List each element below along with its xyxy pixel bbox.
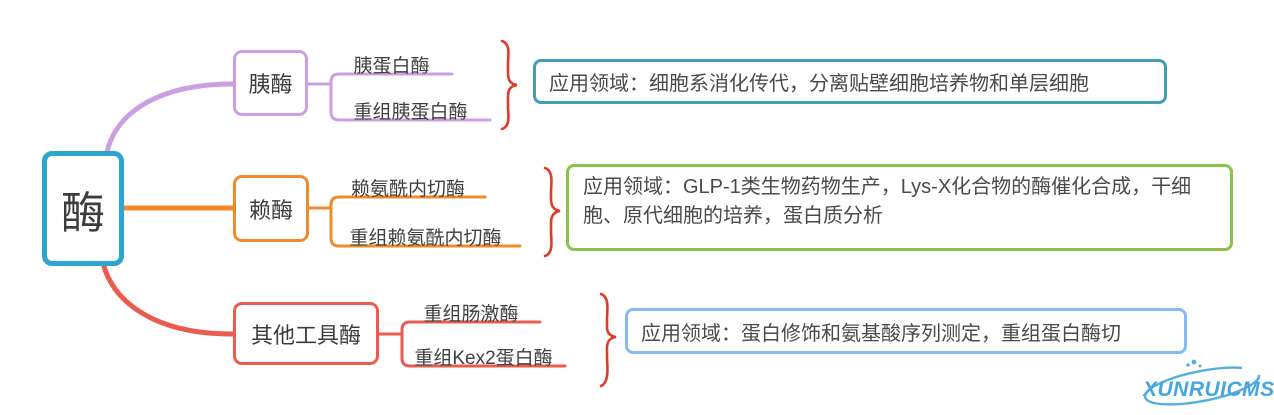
child-label-lysyl-endopeptidase: 赖氨酰内切酶 xyxy=(350,179,465,200)
branch-node-other-tool-enzymes: 其他工具酶 xyxy=(233,302,379,365)
root-node-label: 酶 xyxy=(61,188,105,238)
brace-icon-branch3 xyxy=(599,292,617,388)
branch-node-lysyl: 赖酶 xyxy=(233,175,309,242)
child-label-trypsin: 胰蛋白酶 xyxy=(353,56,430,77)
application-box-lysyl: 应用领域：GLP-1类生物药物生产，Lys-X化合物的酶催化合成，干细胞、原代细… xyxy=(566,164,1233,251)
child-label-recombinant-trypsin: 重组胰蛋白酶 xyxy=(353,102,468,123)
application-text: 应用领域：蛋白修饰和氨基酸序列测定，重组蛋白酶切 xyxy=(641,322,1121,345)
application-text: 应用领域：细胞系消化传代，分离贴壁细胞培养物和单层细胞 xyxy=(549,73,1089,95)
brace-icon-branch1 xyxy=(500,39,518,131)
child-label-recombinant-kex2: 重组Kex2蛋白酶 xyxy=(414,348,553,369)
connector-branch1-children xyxy=(329,72,492,122)
root-node-enzyme: 酶 xyxy=(42,151,124,266)
connector-branch3-children xyxy=(400,320,567,368)
application-box-pancreatin: 应用领域：细胞系消化传代，分离贴壁细胞培养物和单层细胞 xyxy=(533,59,1167,104)
connector-root-to-branch1 xyxy=(104,81,235,155)
branch-node-pancreatin: 胰酶 xyxy=(233,50,308,116)
watermark-dot xyxy=(1198,364,1202,368)
watermark-dot xyxy=(1191,359,1197,365)
child-label-recombinant-lysyl-endopeptidase: 重组赖氨酰内切酶 xyxy=(349,228,502,249)
application-box-other-tool-enzymes: 应用领域：蛋白修饰和氨基酸序列测定，重组蛋白酶切 xyxy=(625,308,1187,354)
branch-node-label: 胰酶 xyxy=(248,72,293,97)
child-label-recombinant-enterokinase: 重组肠激酶 xyxy=(423,304,519,325)
brace-icon-branch2 xyxy=(543,166,561,258)
connector-branch2-children xyxy=(329,195,522,248)
application-text: 应用领域：GLP-1类生物药物生产，Lys-X化合物的酶催化合成，干细胞、原代细… xyxy=(583,176,1192,227)
watermark-dot xyxy=(1186,363,1190,367)
branch-node-label: 赖酶 xyxy=(248,197,293,223)
branch-node-label: 其他工具酶 xyxy=(250,322,361,348)
watermark-logo: XUNRUICMS xyxy=(1142,359,1274,406)
watermark-text: XUNRUICMS xyxy=(1142,378,1274,401)
connector-root-to-branch3 xyxy=(100,260,235,337)
